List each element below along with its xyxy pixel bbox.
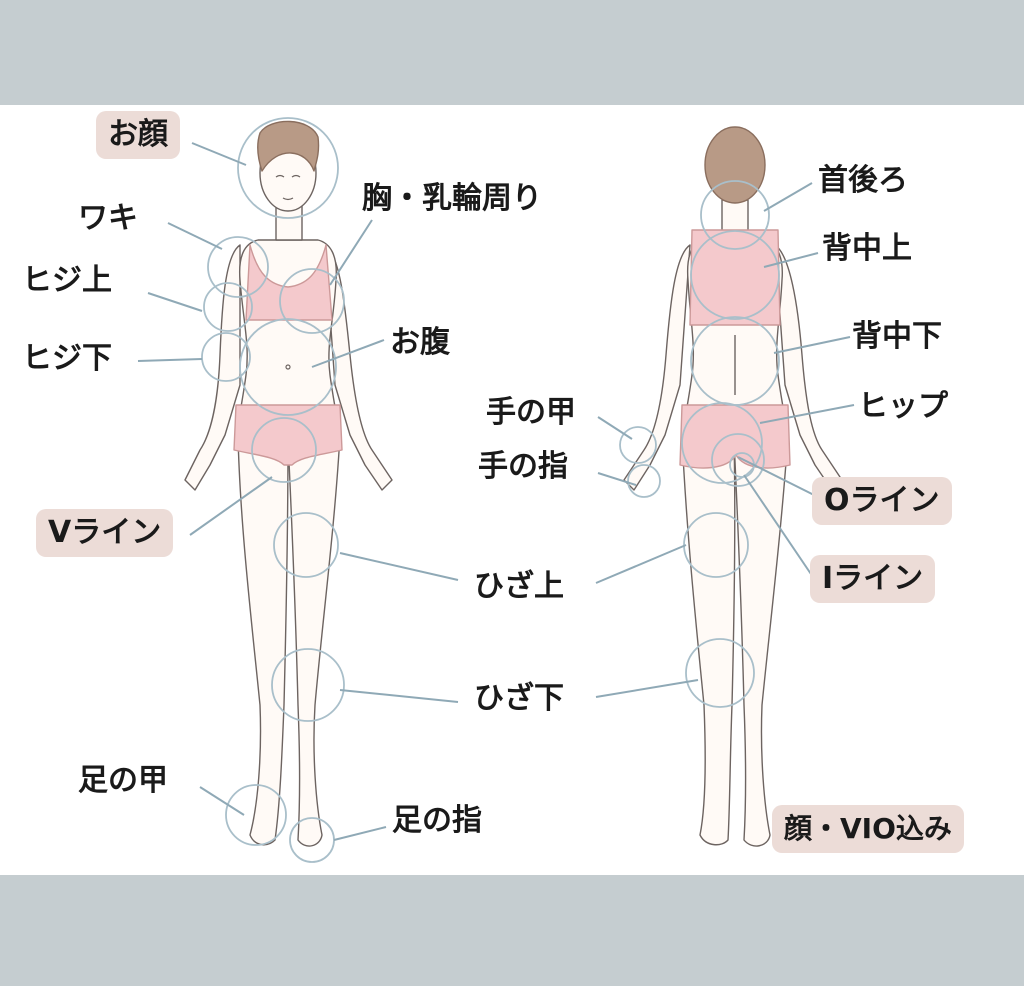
label-knee-lower: ひざ下 (474, 681, 564, 716)
label-elbow-upper: ヒジ上 (22, 263, 112, 298)
zone-rings (201, 117, 780, 863)
label-back-upper: 背中上 (822, 231, 912, 266)
label-hip: ヒップ (858, 389, 948, 424)
back-right-arm (774, 244, 843, 491)
label-armpit: ワキ (78, 201, 138, 236)
label-note: 顔・VIO込み (772, 805, 964, 853)
label-fingers: 手の指 (478, 449, 568, 484)
label-knee-upper: ひざ上 (474, 569, 564, 604)
label-o-line: Oライン (812, 477, 952, 525)
label-elbow-lower: ヒジ下 (22, 341, 112, 376)
label-neck-back: 首後ろ (818, 163, 908, 198)
front-left-arm (184, 244, 241, 491)
back-left-leg (681, 434, 736, 846)
label-toes: 足の指 (392, 803, 482, 838)
label-i-line: Iライン (810, 555, 936, 603)
label-v-line: Vライン (36, 509, 174, 557)
label-back-lower: 背中下 (852, 319, 942, 354)
label-chest: 胸・乳輪周り (362, 181, 542, 216)
body-illustration (137, 117, 855, 863)
label-hand-back: 手の甲 (486, 395, 576, 430)
label-foot-top: 足の甲 (78, 763, 168, 798)
back-head (704, 126, 766, 204)
label-belly: お腹 (390, 325, 450, 360)
back-right-leg (733, 434, 789, 847)
diagram-panel: お顔 ワキ ヒジ上 ヒジ下 胸・乳輪周り お腹 Vライン ひざ上 ひざ下 足の甲… (0, 105, 1024, 875)
leader-lines (137, 142, 855, 841)
label-face: お顔 (96, 111, 180, 159)
back-left-arm (623, 244, 691, 491)
front-right-leg (287, 434, 341, 847)
front-figure (184, 134, 393, 847)
